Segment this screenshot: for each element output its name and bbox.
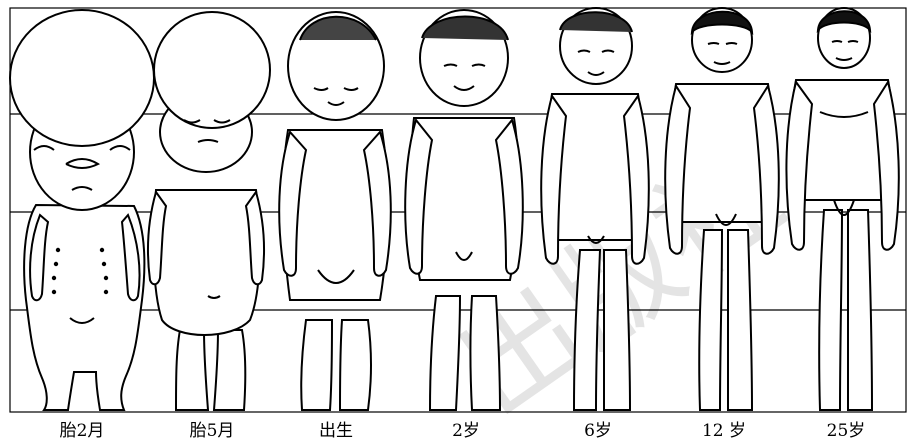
stage-label-age-2: 2岁 bbox=[452, 421, 480, 441]
stage-label-age-12: 12 岁 bbox=[702, 421, 746, 441]
stage-label-age-25: 25岁 bbox=[827, 421, 866, 441]
figure-newborn bbox=[279, 12, 391, 410]
stage-label-fetus-2-months: 胎2月 bbox=[60, 421, 105, 441]
figure-fetus-2-months bbox=[10, 10, 154, 410]
figure-fetus-5-months bbox=[148, 12, 270, 410]
figure-age-25 bbox=[786, 8, 898, 410]
stage-label-fetus-5-months: 胎5月 bbox=[190, 421, 235, 441]
stage-label-age-6: 6岁 bbox=[584, 421, 612, 441]
figure-age-12 bbox=[665, 8, 779, 410]
stage-label-newborn: 出生 bbox=[319, 421, 353, 441]
stage-labels: 胎2月 胎5月 出生 2岁 6岁 12 岁 25岁 bbox=[60, 421, 866, 441]
